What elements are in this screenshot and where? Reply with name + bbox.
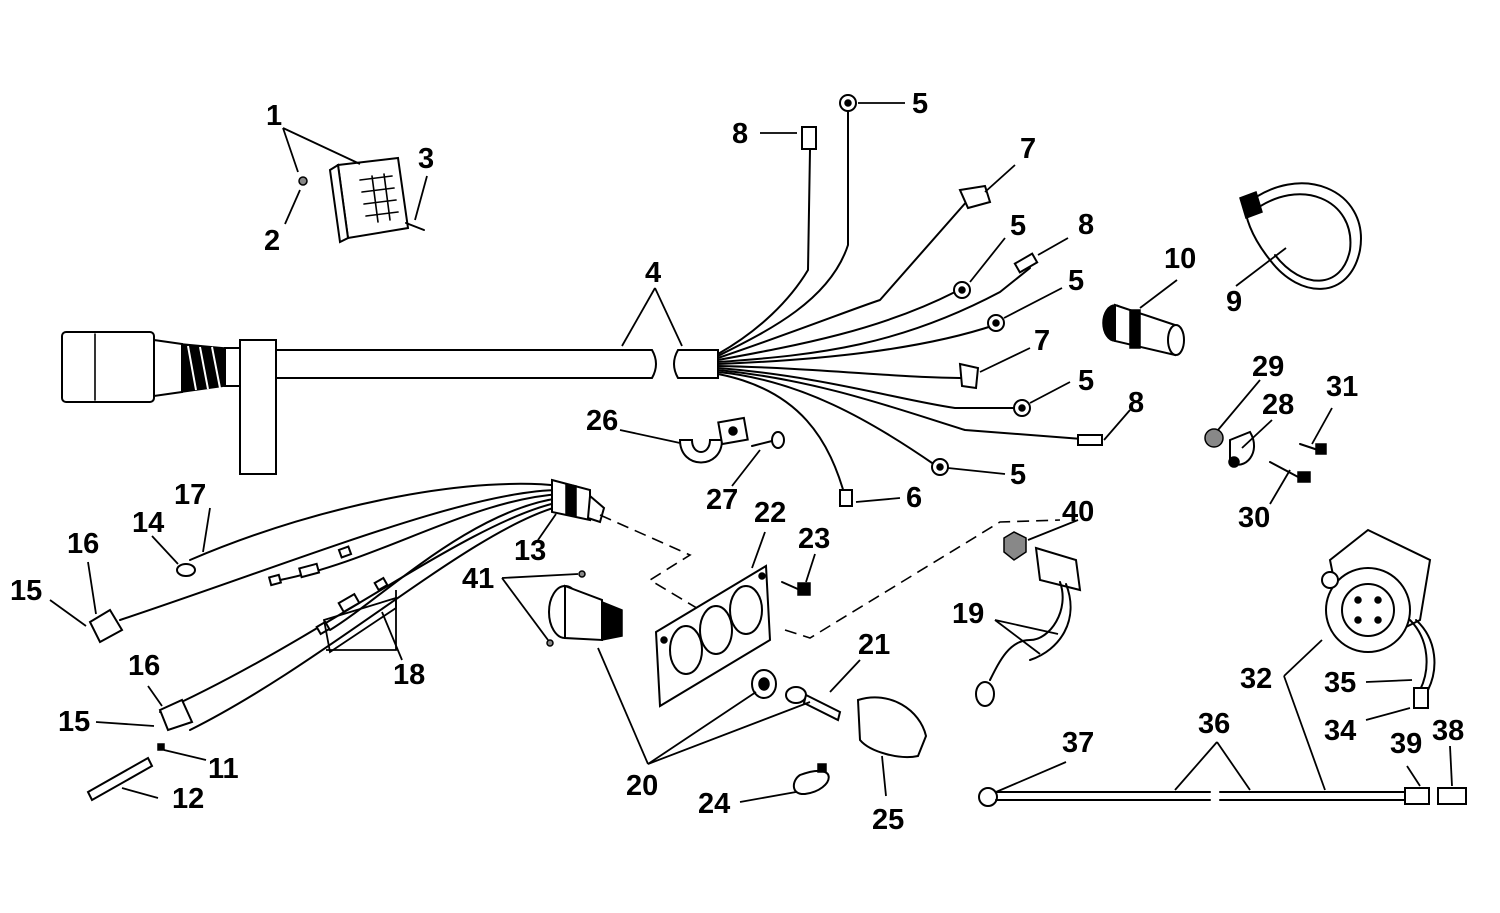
ring-terminal — [839, 94, 857, 112]
battery-cable — [978, 787, 1467, 807]
callout-8: 8 — [732, 118, 748, 150]
callout-39: 39 — [1390, 728, 1422, 760]
spade-terminal — [958, 184, 992, 210]
callout-5: 5 — [1010, 210, 1026, 242]
bullet-connector — [801, 126, 817, 150]
callout-5: 5 — [912, 88, 928, 120]
bullet-connector — [1013, 252, 1039, 274]
callout-16: 16 — [128, 650, 160, 682]
callout-41: 41 — [462, 563, 494, 595]
wire-boot — [158, 698, 194, 732]
callout-4: 4 — [645, 257, 661, 289]
main-harness-connector — [61, 331, 244, 403]
callout-34: 34 — [1324, 715, 1356, 747]
terminal-block-plate — [298, 156, 425, 244]
callout-3: 3 — [418, 143, 434, 175]
callout-5: 5 — [1068, 265, 1084, 297]
lanyard-clip — [975, 546, 1082, 707]
callout-20: 20 — [626, 770, 658, 802]
callout-labels: 1 2 3 4 5 8 7 5 8 5 10 9 7 5 8 5 6 29 28… — [10, 88, 1464, 836]
lead-end — [839, 489, 853, 507]
callout-31: 31 — [1326, 371, 1358, 403]
callout-11: 11 — [208, 753, 239, 785]
sleeve-connector — [267, 545, 389, 636]
callout-16: 16 — [67, 528, 99, 560]
callout-15: 15 — [58, 706, 90, 738]
callout-2: 2 — [264, 225, 280, 257]
callout-7: 7 — [1034, 325, 1050, 357]
push-switch — [546, 570, 623, 647]
switch-mounting-panel — [654, 564, 772, 708]
callout-18: 18 — [393, 659, 425, 691]
callout-23: 23 — [798, 523, 830, 555]
ring-terminal — [953, 281, 971, 299]
hex-nut — [1204, 428, 1224, 448]
harness-wire-leads — [717, 111, 1096, 501]
callout-26: 26 — [586, 405, 618, 437]
clamp-screw — [751, 431, 785, 449]
callout-25: 25 — [872, 804, 904, 836]
callout-12: 12 — [172, 783, 204, 815]
small-terminal — [176, 563, 196, 577]
callout-36: 36 — [1198, 708, 1230, 740]
switch-nut — [751, 669, 777, 699]
callout-22: 22 — [754, 497, 786, 529]
callout-30: 30 — [1238, 502, 1270, 534]
callout-19: 19 — [952, 598, 984, 630]
callout-5: 5 — [1078, 365, 1094, 397]
key-boot — [856, 696, 928, 758]
callout-37: 37 — [1062, 727, 1094, 759]
lock-nut — [1003, 531, 1027, 561]
callout-35: 35 — [1324, 667, 1356, 699]
callout-9: 9 — [1226, 286, 1242, 318]
callout-13: 13 — [514, 535, 546, 567]
ring-terminal — [1013, 399, 1031, 417]
callout-24: 24 — [698, 788, 730, 820]
leader-lines — [49, 102, 1453, 803]
callout-8: 8 — [1128, 387, 1144, 419]
callout-17: 17 — [174, 479, 206, 511]
multi-pin-plug — [1102, 303, 1185, 357]
cable-clamp — [678, 416, 749, 464]
switch-connector — [551, 478, 606, 524]
routing-line — [599, 514, 701, 611]
callout-14: 14 — [132, 507, 164, 539]
p-clamp — [1228, 430, 1256, 468]
loose-terminal — [157, 743, 165, 751]
callout-40: 40 — [1062, 496, 1094, 528]
routing-line — [784, 519, 1061, 639]
panel-screw — [781, 581, 811, 596]
short-screw — [1299, 443, 1327, 455]
callout-29: 29 — [1252, 351, 1284, 383]
wire-boot — [88, 608, 124, 644]
spade-terminal — [958, 362, 980, 390]
callout-32: 32 — [1240, 663, 1272, 695]
callout-21: 21 — [858, 629, 890, 661]
callout-38: 38 — [1432, 715, 1464, 747]
callout-8: 8 — [1078, 209, 1094, 241]
bolt — [1269, 461, 1311, 483]
ring-terminal — [987, 314, 1005, 332]
callout-5: 5 — [1010, 459, 1026, 491]
main-harness-cable — [239, 339, 719, 475]
callout-1: 1 — [266, 100, 282, 132]
callout-10: 10 — [1164, 243, 1196, 275]
ignition-key — [785, 686, 842, 722]
loose-sleeve — [86, 756, 154, 802]
wire-tie — [792, 763, 830, 796]
callout-15: 15 — [10, 575, 42, 607]
callout-7: 7 — [1020, 133, 1036, 165]
cable-strap — [1239, 182, 1362, 290]
starter-solenoid — [1321, 528, 1436, 709]
callout-27: 27 — [706, 484, 738, 516]
ring-terminal — [931, 458, 949, 476]
callout-28: 28 — [1262, 389, 1294, 421]
bullet-connector — [1077, 434, 1103, 446]
callout-6: 6 — [906, 482, 922, 514]
